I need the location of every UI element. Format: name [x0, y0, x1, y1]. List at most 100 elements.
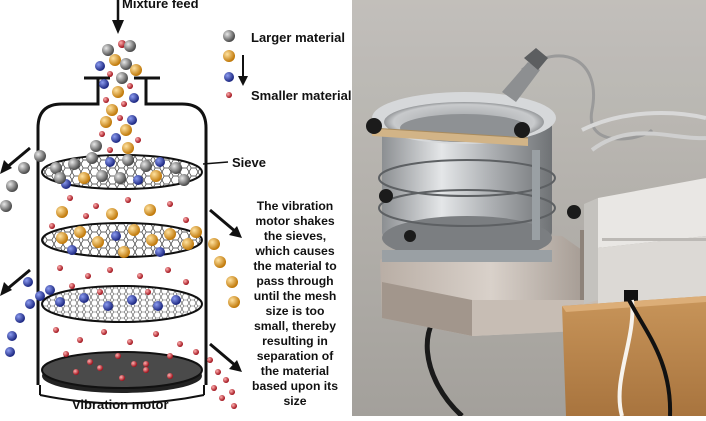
clamp-bar	[366, 118, 581, 242]
pointer-lines	[202, 161, 229, 165]
legend-gray-ball	[223, 30, 235, 42]
particle	[124, 40, 136, 52]
particle	[125, 197, 131, 203]
particle	[155, 247, 165, 257]
particle	[127, 115, 137, 125]
legend-arrow	[238, 55, 248, 86]
particle	[106, 208, 118, 220]
particle	[208, 238, 220, 250]
particle	[127, 295, 137, 305]
particle	[103, 301, 113, 311]
particle	[183, 217, 189, 223]
particle	[34, 150, 46, 162]
particle	[190, 226, 202, 238]
particle	[143, 367, 149, 373]
legend-balls	[223, 30, 235, 98]
particle	[167, 201, 173, 207]
particle	[97, 365, 103, 371]
particle	[178, 174, 190, 186]
particle	[207, 357, 213, 363]
particle	[215, 369, 221, 375]
particle	[129, 93, 139, 103]
particle	[143, 361, 149, 367]
feed-label: Mixture feed	[122, 0, 199, 11]
exit-arrows	[0, 146, 242, 372]
particle	[223, 377, 229, 383]
particle	[23, 277, 33, 287]
particle	[63, 351, 69, 357]
particle	[55, 297, 65, 307]
particle	[115, 353, 121, 359]
sieve-label: Sieve	[232, 155, 266, 170]
particle	[95, 61, 105, 71]
sieve-container	[36, 76, 208, 385]
controller-box	[584, 178, 706, 312]
particle	[127, 339, 133, 345]
particle	[193, 349, 199, 355]
particle	[111, 133, 121, 143]
particle	[167, 353, 173, 359]
particle	[56, 232, 68, 244]
description-line: size	[283, 394, 307, 408]
particle	[114, 172, 126, 184]
particle	[135, 137, 141, 143]
particle	[107, 147, 113, 153]
particle	[214, 256, 226, 268]
particle	[116, 72, 128, 84]
particle	[171, 295, 181, 305]
particle	[87, 359, 93, 365]
particle	[5, 347, 15, 357]
particle	[92, 236, 104, 248]
legend-red-ball	[226, 92, 232, 98]
particle	[127, 83, 133, 89]
legend-smaller-label: Smaller material	[251, 88, 352, 103]
particle	[67, 195, 73, 201]
black-cable	[626, 297, 673, 417]
particle	[128, 224, 140, 236]
particle	[183, 279, 189, 285]
particle	[6, 180, 18, 192]
sieve-stack	[372, 92, 556, 262]
particle	[107, 267, 113, 273]
particle	[112, 86, 124, 98]
particle	[78, 172, 90, 184]
particle	[15, 313, 25, 323]
material-particles	[0, 40, 240, 409]
particle	[119, 375, 125, 381]
particle	[69, 283, 75, 289]
particle	[103, 97, 109, 103]
description-line: the material to	[253, 259, 337, 273]
particle	[102, 44, 114, 56]
particle	[85, 273, 91, 279]
description-line: until the mesh	[253, 289, 337, 303]
particle	[106, 104, 118, 116]
feed-arrow	[112, 0, 124, 34]
particle	[153, 331, 159, 337]
particle	[7, 331, 17, 341]
particle	[0, 200, 12, 212]
particle	[86, 152, 98, 164]
photo-svg	[352, 0, 706, 418]
particle	[131, 361, 137, 367]
vibration-motor	[39, 351, 205, 405]
description-line: the sieves,	[263, 229, 327, 243]
particle	[50, 162, 62, 174]
particle	[229, 389, 235, 395]
diagram-svg	[0, 0, 248, 409]
particle	[25, 299, 35, 309]
particle	[164, 228, 176, 240]
description-line: separation of	[256, 349, 334, 363]
particle	[133, 175, 143, 185]
particle	[109, 54, 121, 66]
particle	[150, 170, 162, 182]
description-line: the material	[260, 364, 330, 378]
motor-label: Vibration motor	[72, 397, 169, 412]
description-line: pass through	[256, 274, 334, 288]
description-line: based upon its	[252, 379, 338, 393]
particle	[105, 157, 115, 167]
particle	[68, 158, 80, 170]
particle	[165, 267, 171, 273]
particle	[99, 131, 105, 137]
particle	[146, 234, 158, 246]
